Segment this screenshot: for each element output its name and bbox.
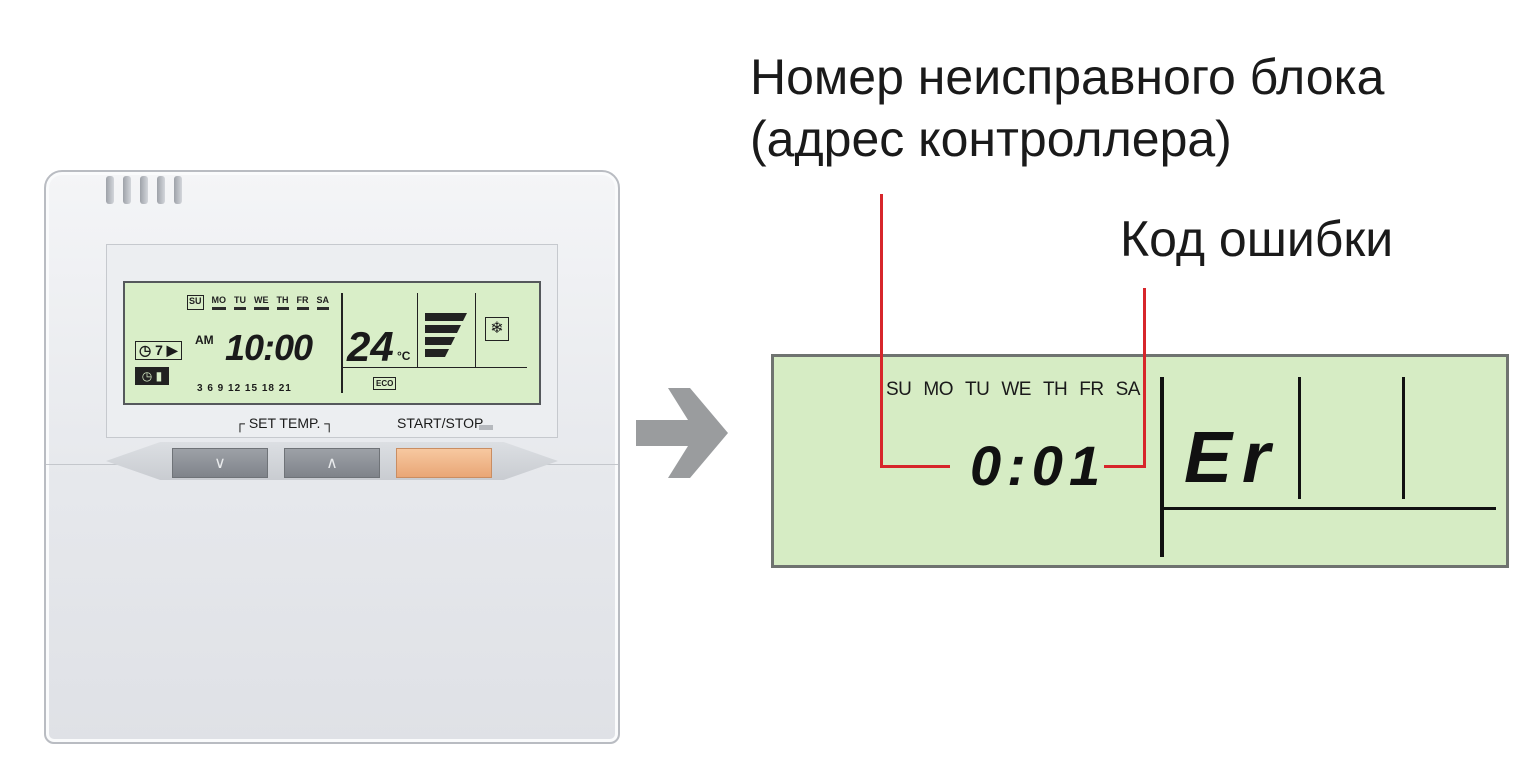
day-su: SU [187, 295, 204, 310]
thermometer-icon: ◷ ▮ [135, 367, 169, 385]
day-th: TH [276, 295, 289, 310]
error-code-leader-horizontal [1104, 465, 1146, 468]
enlarged-lcd: SU MO TU WE TH FR SA 0:01 Er [771, 354, 1509, 568]
timer-icon: ◷ 7 ▶ [135, 341, 182, 360]
unit-number-label: Номер неисправного блока (адрес контролл… [750, 46, 1384, 170]
clock-readout: 10:00 [225, 327, 313, 368]
start-stop-button[interactable] [396, 448, 492, 478]
am-indicator: AM [195, 333, 214, 347]
day-tu: TU [234, 295, 247, 310]
start-stop-label: START/STOP [397, 415, 484, 431]
day-we: WE [254, 295, 269, 310]
lcd-day-mo: MO [923, 379, 954, 400]
unit-number-leader-horizontal [880, 465, 950, 468]
unit-number-leader-vertical [880, 194, 883, 468]
lcd-day-su: SU [886, 379, 912, 400]
day-mo: MO [211, 295, 227, 310]
temp-down-button[interactable]: ∨ [172, 448, 268, 478]
lcd-day-we: WE [1001, 379, 1031, 400]
temperature-unit: °C [397, 349, 411, 363]
fan-icon [425, 313, 467, 357]
snowflake-icon: ❄ [485, 317, 509, 341]
display-bezel: SU MO TU WE TH FR SA ◷ 7 ▶ ◷ ▮ AM 10:00 … [106, 244, 558, 438]
remote-day-row: SU MO TU WE TH FR SA [187, 295, 330, 310]
remote-controller: SU MO TU WE TH FR SA ◷ 7 ▶ ◷ ▮ AM 10:00 … [44, 170, 620, 744]
lcd-day-row: SU MO TU WE TH FR SA [886, 379, 1140, 401]
lcd-day-fr: FR [1079, 379, 1104, 400]
lcd-day-th: TH [1042, 379, 1068, 400]
unit-address-readout: 0:01 [970, 434, 1107, 497]
error-code-readout: Er [1184, 418, 1281, 498]
error-code-label: Код ошибки [1120, 211, 1394, 267]
temperature-readout: 24 [347, 323, 394, 370]
error-code-leader-vertical [1143, 288, 1146, 468]
day-sa: SA [316, 295, 330, 310]
set-temp-label: ┌ SET TEMP. ┐ [235, 415, 335, 431]
power-led [479, 425, 493, 430]
day-fr: FR [296, 295, 309, 310]
hour-ticks: 3 6 9 12 15 18 21 [197, 383, 292, 394]
eco-indicator: ECO [373, 377, 397, 390]
lcd-day-tu: TU [965, 379, 990, 400]
arrow-right-icon [636, 388, 728, 478]
temp-up-button[interactable]: ∧ [284, 448, 380, 478]
remote-lcd: SU MO TU WE TH FR SA ◷ 7 ▶ ◷ ▮ AM 10:00 … [123, 281, 541, 405]
vent-slots [106, 176, 182, 204]
unit-number-line1: Номер неисправного блока [750, 49, 1385, 105]
lcd-day-sa: SA [1115, 379, 1141, 400]
timer-number: 7 [155, 342, 163, 358]
unit-number-line2: (адрес контроллера) [750, 111, 1232, 167]
